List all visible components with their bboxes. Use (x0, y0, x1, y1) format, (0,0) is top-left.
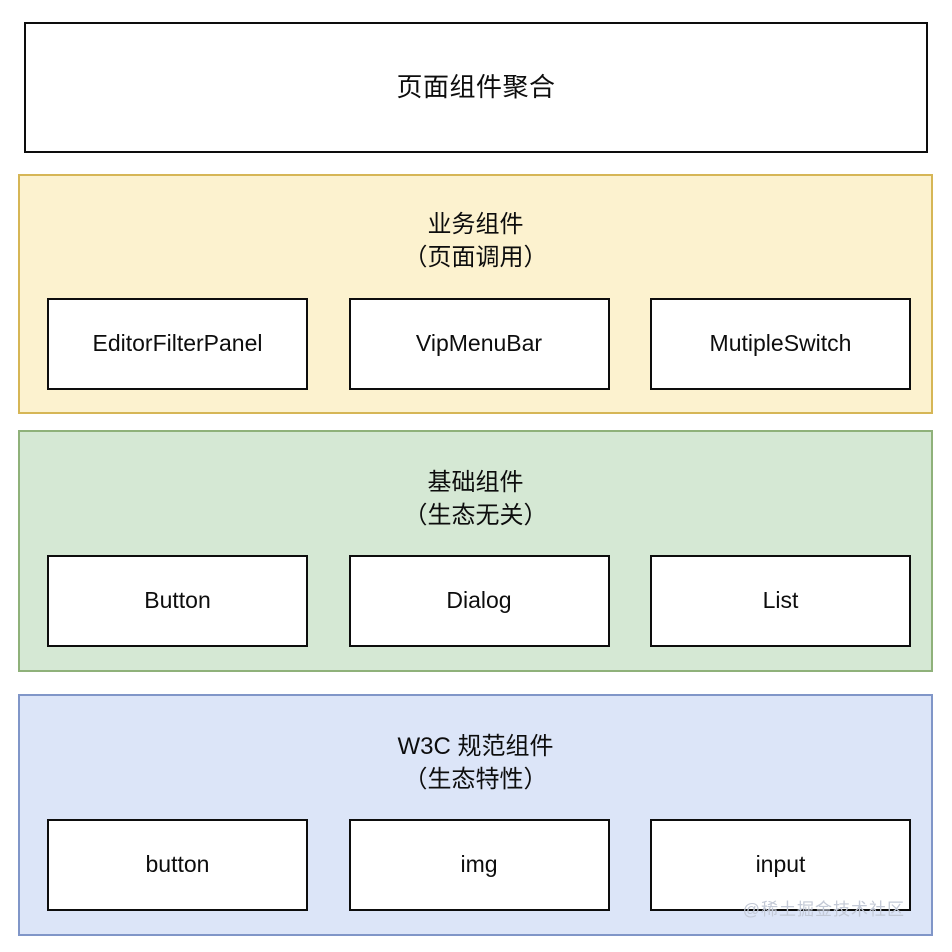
card-label: Dialog (446, 587, 512, 614)
card-label: button (145, 851, 210, 878)
card-vip-menu-bar[interactable]: VipMenuBar (348, 298, 610, 390)
layer-basic-title-sub: （生态无关） (403, 502, 548, 529)
card-html-input[interactable]: input (650, 819, 911, 911)
card-html-button[interactable]: button (47, 819, 308, 911)
layer-basic-title-main: 基础组件 (427, 469, 524, 496)
card-dialog-component[interactable]: Dialog (348, 555, 610, 647)
layer-basic-cards: Button Dialog List (47, 555, 911, 647)
card-label: MutipleSwitch (709, 330, 852, 357)
layer-w3c-components: W3C 规范组件 （生态特性） button img input @稀土掘金技术… (18, 694, 933, 936)
card-label: List (762, 587, 799, 614)
watermark: @稀土掘金技术社区 (742, 900, 905, 919)
card-label: input (755, 851, 806, 878)
layer-w3c-title: W3C 规范组件 （生态特性） (20, 730, 931, 796)
card-editor-filter-panel[interactable]: EditorFilterPanel (47, 298, 308, 390)
layer-business-cards: EditorFilterPanel VipMenuBar MutipleSwit… (47, 298, 911, 390)
card-list-component[interactable]: List (650, 555, 911, 647)
layer-w3c-cards: button img input (47, 819, 911, 911)
layer-basic-title: 基础组件 （生态无关） (20, 466, 931, 532)
layer-w3c-title-sub: （生态特性） (403, 766, 548, 793)
layer-business-components: 业务组件 （页面调用） EditorFilterPanel VipMenuBar… (18, 174, 933, 414)
layer-w3c-title-main: W3C 规范组件 (397, 733, 554, 760)
card-label: img (460, 851, 498, 878)
layer-basic-components: 基础组件 （生态无关） Button Dialog List (18, 430, 933, 672)
layer-business-title-sub: （页面调用） (403, 244, 548, 271)
card-mutiple-switch[interactable]: MutipleSwitch (650, 298, 911, 390)
card-html-img[interactable]: img (348, 819, 610, 911)
page-component-aggregate-box: 页面组件聚合 (24, 22, 928, 153)
page-component-aggregate-label: 页面组件聚合 (396, 72, 556, 103)
layer-business-title: 业务组件 （页面调用） (20, 208, 931, 274)
card-label: VipMenuBar (415, 330, 543, 357)
card-label: Button (144, 587, 211, 614)
card-button-component[interactable]: Button (47, 555, 308, 647)
layer-business-title-main: 业务组件 (427, 211, 524, 238)
card-label: EditorFilterPanel (92, 330, 263, 357)
